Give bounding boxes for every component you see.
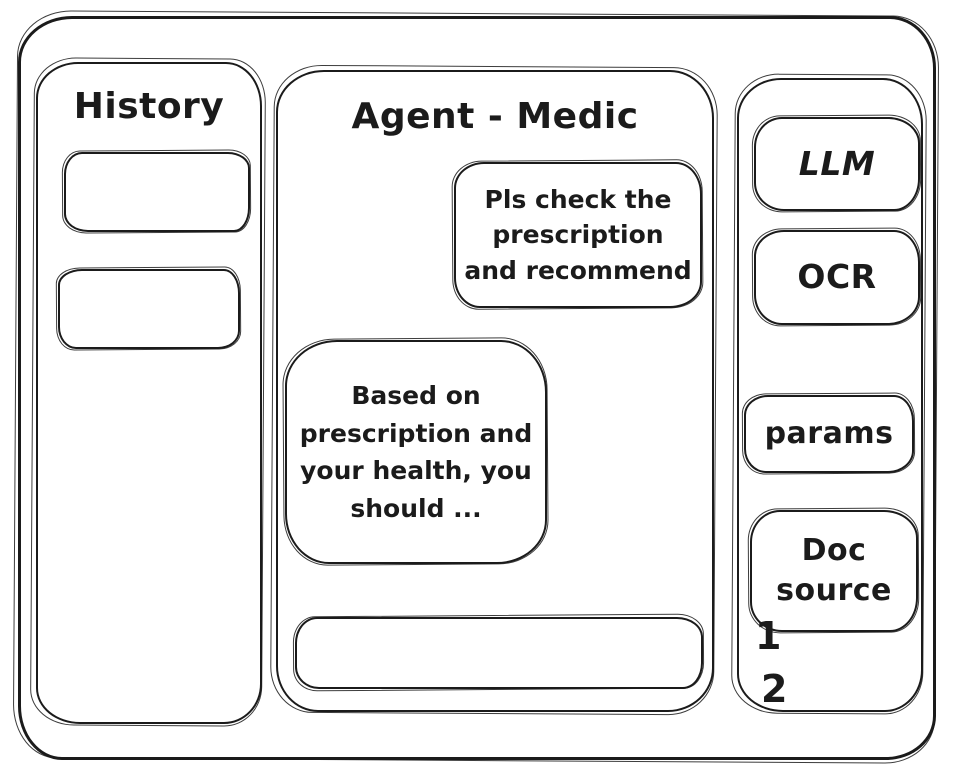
assistant-message-text: Based on prescription and your health, y… — [299, 381, 533, 523]
history-panel: History — [36, 62, 262, 724]
message-input-box[interactable] — [295, 617, 703, 689]
history-panel-title: History — [73, 86, 225, 127]
llm-button[interactable]: LLM — [754, 117, 920, 211]
history-item[interactable] — [64, 152, 250, 232]
chat-panel-title: Agent - Medic — [351, 96, 639, 137]
tools-panel: LLM OCR params Doc source 1 2 — [737, 78, 923, 712]
history-item[interactable] — [58, 269, 240, 349]
doc-source-item-1[interactable]: 1 — [755, 614, 782, 658]
ocr-button[interactable]: OCR — [754, 230, 920, 325]
user-message-text: Pls check the prescription and recommend — [464, 184, 692, 285]
doc-source-button[interactable]: Doc source — [750, 510, 918, 632]
doc-source-item-2[interactable]: 2 — [761, 667, 788, 711]
user-message-bubble: Pls check the prescription and recommend — [454, 162, 702, 308]
params-button[interactable]: params — [744, 395, 914, 473]
chat-panel: Agent - Medic Pls check the prescription… — [276, 70, 714, 712]
message-input[interactable] — [297, 619, 701, 687]
assistant-message-bubble: Based on prescription and your health, y… — [285, 340, 547, 564]
